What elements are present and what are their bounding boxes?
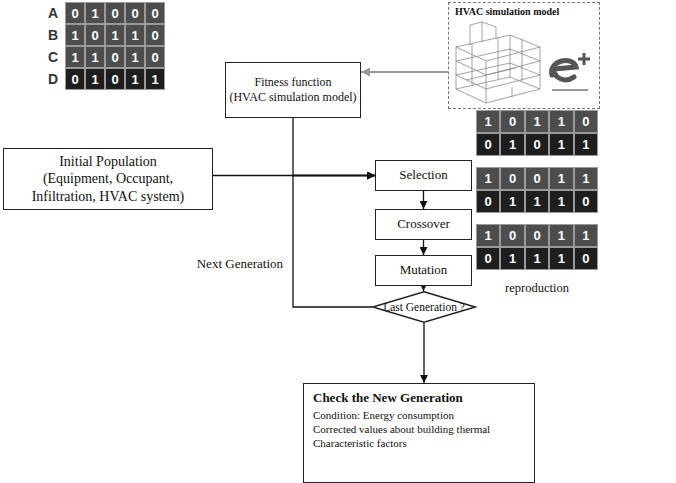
row-letter: C: [44, 46, 62, 68]
table-cell: 1: [65, 24, 85, 46]
process-box: Fitness function(HVAC simulation model): [225, 62, 361, 118]
row-letter: A: [44, 2, 62, 24]
table-cell: 0: [105, 68, 125, 90]
table-cell: 1: [476, 224, 500, 247]
note-label: reproduction: [474, 279, 600, 297]
table-cell: 0: [65, 2, 85, 24]
table-cell: 0: [105, 46, 125, 68]
table-cell: 1: [549, 167, 573, 190]
flow-arrow: [293, 176, 375, 308]
node-title: Fitness function: [255, 75, 332, 90]
energyplus-logo: [552, 53, 590, 91]
node-title: Check the New Generation: [313, 390, 463, 406]
flow-arrow: [423, 191, 424, 209]
process-box: Crossover: [375, 209, 472, 240]
flow-arrow: [423, 240, 424, 255]
table-cell: 1: [549, 110, 573, 133]
table-cell: 1: [105, 24, 125, 46]
table-cell: 0: [574, 110, 598, 133]
node-title: HVAC simulation model: [455, 6, 559, 19]
table-cell: 0: [145, 24, 165, 46]
table-cell: 1: [574, 224, 598, 247]
table-cell: 0: [65, 68, 85, 90]
result-box: Check the New GenerationCondition: Energ…: [303, 383, 535, 483]
node-title: Last Generation ?: [383, 300, 465, 314]
row-letter: B: [44, 24, 62, 46]
process-box: Initial Population(Equipment, Occupant, …: [3, 148, 213, 210]
row-letter: D: [44, 68, 62, 90]
table-cell: 0: [105, 2, 125, 24]
table-cell: 0: [500, 110, 524, 133]
node-title: Crossover: [397, 216, 450, 232]
node-title: Selection: [399, 167, 447, 183]
table-cell: 1: [500, 133, 524, 156]
node-title: Initial Population: [59, 153, 157, 171]
table-cell: 0: [574, 190, 598, 213]
table-cell: 0: [145, 46, 165, 68]
table-cell: 1: [525, 247, 549, 270]
node-title: Mutation: [400, 262, 448, 278]
table-cell: 1: [549, 190, 573, 213]
table-cell: 0: [476, 190, 500, 213]
table-cell: 1: [476, 110, 500, 133]
table-cell: 1: [65, 46, 85, 68]
table-cell: 1: [574, 133, 598, 156]
flow-arrow: [293, 118, 375, 176]
table-cell: 0: [525, 133, 549, 156]
decision-diamond: Last Generation ?: [372, 291, 476, 323]
building-illustration: [452, 17, 597, 107]
table-cell: 1: [549, 247, 573, 270]
table-cell: 1: [125, 46, 145, 68]
table-cell: 1: [85, 2, 105, 24]
table-cell: 1: [125, 24, 145, 46]
table-cell: 0: [476, 247, 500, 270]
table-cell: 0: [476, 133, 500, 156]
flow-arrow: [423, 286, 424, 291]
node-text: Corrected values about building thermal …: [313, 423, 525, 451]
node-text: (HVAC simulation model): [229, 90, 356, 105]
node-text: Condition: Energy consumption: [313, 409, 454, 423]
table-cell: 1: [549, 133, 573, 156]
table-cell: 0: [145, 2, 165, 24]
table-cell: 1: [500, 247, 524, 270]
table-cell: 1: [574, 167, 598, 190]
process-box: Selection: [375, 160, 472, 191]
process-box: Mutation: [375, 255, 472, 286]
table-cell: 1: [476, 167, 500, 190]
table-cell: 0: [125, 2, 145, 24]
table-cell: 1: [85, 46, 105, 68]
table-cell: 1: [549, 224, 573, 247]
flow-arrow: [423, 323, 424, 383]
table-cell: 1: [525, 190, 549, 213]
edge-label: Next Generation: [145, 256, 283, 272]
table-cell: 0: [574, 247, 598, 270]
table-cell: 1: [145, 68, 165, 90]
table-cell: 1: [525, 110, 549, 133]
building-wireframe: [456, 22, 540, 103]
table-cell: 1: [125, 68, 145, 90]
node-text: (Equipment, Occupant, Infiltration, HVAC…: [18, 170, 198, 205]
table-cell: 0: [500, 224, 524, 247]
table-cell: 0: [85, 24, 105, 46]
table-cell: 1: [500, 190, 524, 213]
table-cell: 0: [525, 224, 549, 247]
table-cell: 0: [525, 167, 549, 190]
table-cell: 1: [85, 68, 105, 90]
table-cell: 0: [500, 167, 524, 190]
flow-arrow: [361, 71, 448, 73]
